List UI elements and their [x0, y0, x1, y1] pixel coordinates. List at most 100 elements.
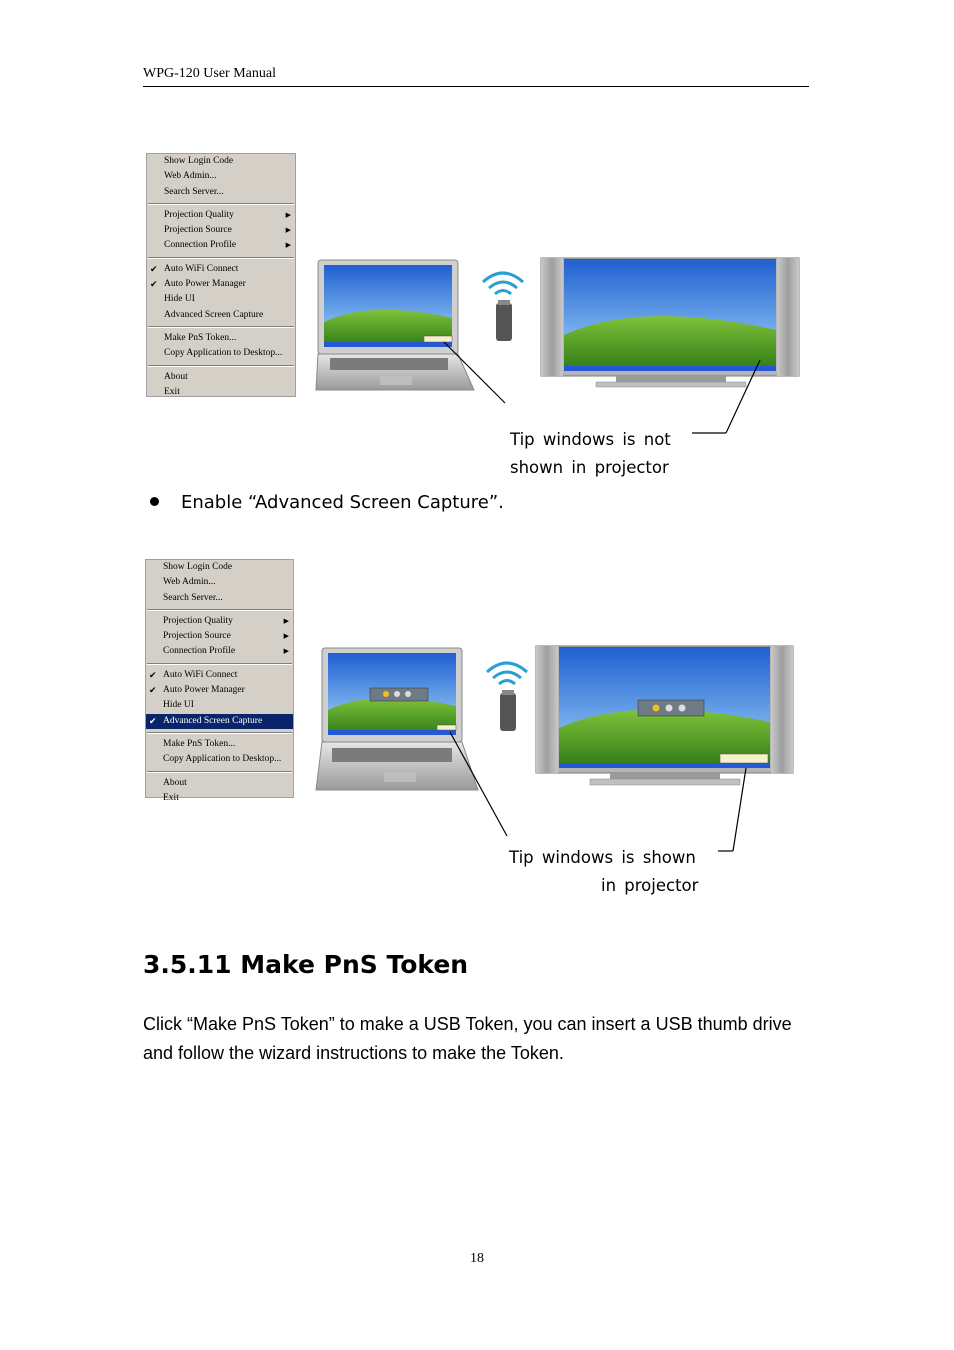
submenu-arrow-icon: ▶ [283, 647, 289, 656]
menu-item-label: Exit [163, 792, 179, 803]
menu-separator [148, 202, 294, 205]
menu-item-label: Auto Power Manager [164, 279, 246, 290]
menu-item-label: Advanced Screen Capture [164, 309, 264, 320]
laptop-icon [315, 647, 479, 791]
callout-line: Tip windows is not [510, 430, 671, 449]
menu-item[interactable]: ✔ Auto WiFi Connect [146, 668, 293, 683]
menu-item-label: Copy Application to Desktop... [163, 754, 282, 765]
menu-item[interactable]: Connection Profile ▶ [147, 238, 295, 253]
menu-item-label: Copy Application to Desktop... [164, 348, 283, 359]
menu-item-label: Search Server... [164, 186, 224, 197]
menu-item-label: Advanced Screen Capture [163, 715, 263, 726]
menu-item-label: Projection Source [163, 631, 231, 642]
menu-separator [147, 662, 292, 665]
checkmark-icon: ✔ [149, 685, 157, 696]
wifi-signal-icon [485, 661, 529, 686]
menu-separator [147, 770, 292, 773]
checkmark-icon: ✔ [150, 263, 158, 274]
menu-item[interactable]: Web Admin... [147, 169, 295, 184]
menu-item[interactable]: Connection Profile ▶ [146, 644, 293, 659]
menu-item[interactable]: Show Login Code [146, 560, 293, 575]
menu-separator [148, 364, 294, 367]
usb-dongle-icon [496, 300, 512, 341]
menu-item-label: About [163, 777, 187, 788]
callout-text-1: Tip windows is not shown in projector [510, 426, 671, 482]
menu-item[interactable]: Hide UI [147, 292, 295, 307]
menu-item-label: Show Login Code [163, 562, 233, 572]
laptop-icon [315, 259, 475, 391]
submenu-arrow-icon: ▶ [285, 241, 291, 250]
menu-item-label: Show Login Code [164, 156, 234, 166]
menu-item[interactable]: About [146, 776, 293, 791]
menu-item[interactable]: Exit [146, 791, 293, 806]
page-number: 18 [470, 1251, 484, 1266]
usb-dongle-icon [500, 690, 516, 731]
menu-item[interactable]: ✔ Auto Power Manager [146, 683, 293, 698]
menu-item[interactable]: ✔ Auto WiFi Connect [147, 262, 295, 277]
menu-item[interactable]: Projection Source ▶ [146, 629, 293, 644]
menu-item-label: Make PnS Token... [163, 738, 236, 749]
bullet-icon [150, 496, 159, 506]
bullet-item: Enable “Advanced Screen Capture”. [150, 492, 504, 513]
menu-item-label: Projection Quality [164, 209, 234, 220]
menu-item[interactable]: Search Server... [146, 591, 293, 606]
menu-item-label: Exit [164, 386, 180, 397]
menu-item[interactable]: Projection Quality ▶ [146, 614, 293, 629]
menu-item[interactable]: Exit [147, 385, 295, 400]
menu-item[interactable]: ✔ Auto Power Manager [147, 277, 295, 292]
menu-item-label: Projection Source [164, 225, 232, 236]
page-header: WPG-120 User Manual [143, 66, 809, 87]
menu-item[interactable]: Copy Application to Desktop... [147, 346, 295, 361]
menu-item-label: Hide UI [164, 294, 195, 305]
projector-screen-icon [535, 645, 794, 786]
submenu-arrow-icon: ▶ [285, 210, 291, 219]
menu-item[interactable]: Copy Application to Desktop... [146, 752, 293, 767]
menu-separator [148, 256, 294, 259]
menu-item[interactable]: Advanced Screen Capture [147, 308, 295, 323]
section-heading: 3.5.11 Make PnS Token [143, 950, 469, 979]
menu-item-label: Auto WiFi Connect [164, 263, 239, 274]
menu-item-label: About [164, 371, 188, 382]
menu-item-label: Connection Profile [163, 646, 236, 657]
callout-line: shown in projector [510, 458, 669, 477]
bullet-text: Enable “Advanced Screen Capture”. [181, 492, 504, 513]
callout-lines-1 [443, 341, 761, 434]
menu-item-label: Auto WiFi Connect [163, 669, 238, 680]
submenu-arrow-icon: ▶ [283, 616, 289, 625]
menu-item[interactable]: Make PnS Token... [146, 737, 293, 752]
menu-item[interactable]: Web Admin... [146, 575, 293, 590]
menu-item-label: Web Admin... [164, 171, 217, 182]
section-paragraph: Click “Make PnS Token” to make a USB Tok… [143, 1014, 792, 1063]
menu-separator [148, 325, 294, 328]
callout-line: Tip windows is shown [509, 848, 696, 867]
menu-item[interactable]: Search Server... [147, 185, 295, 200]
menu-item[interactable]: Show Login Code [147, 154, 295, 169]
menu-item[interactable]: Hide UI [146, 698, 293, 713]
submenu-arrow-icon: ▶ [285, 226, 291, 235]
menu-separator [147, 731, 292, 734]
checkmark-icon: ✔ [149, 669, 157, 680]
submenu-arrow-icon: ▶ [283, 632, 289, 641]
menu-item-label: Make PnS Token... [164, 332, 237, 343]
menu-item-label: Web Admin... [163, 577, 216, 588]
menu-item[interactable]: Projection Quality ▶ [147, 208, 295, 223]
menu-item-label: Auto Power Manager [163, 685, 245, 696]
projector-screen-icon [540, 257, 800, 388]
menu-item-label: Connection Profile [164, 240, 237, 251]
menu-item[interactable]: About [147, 370, 295, 385]
menu-item[interactable]: Make PnS Token... [147, 331, 295, 346]
menu-item-label: Hide UI [163, 700, 194, 711]
menu-item[interactable]: ✔ Advanced Screen Capture [146, 713, 293, 729]
callout-text-2: Tip windows is shown in projector [509, 844, 698, 900]
menu-item-label: Search Server... [163, 592, 223, 603]
menu-item-label: Projection Quality [163, 615, 233, 626]
menu-separator [147, 608, 292, 611]
callout-line: in projector [601, 876, 699, 895]
checkmark-icon: ✔ [150, 279, 158, 290]
wifi-signal-icon [481, 271, 525, 296]
menu-item[interactable]: Projection Source ▶ [147, 223, 295, 238]
checkmark-icon: ✔ [149, 715, 157, 726]
